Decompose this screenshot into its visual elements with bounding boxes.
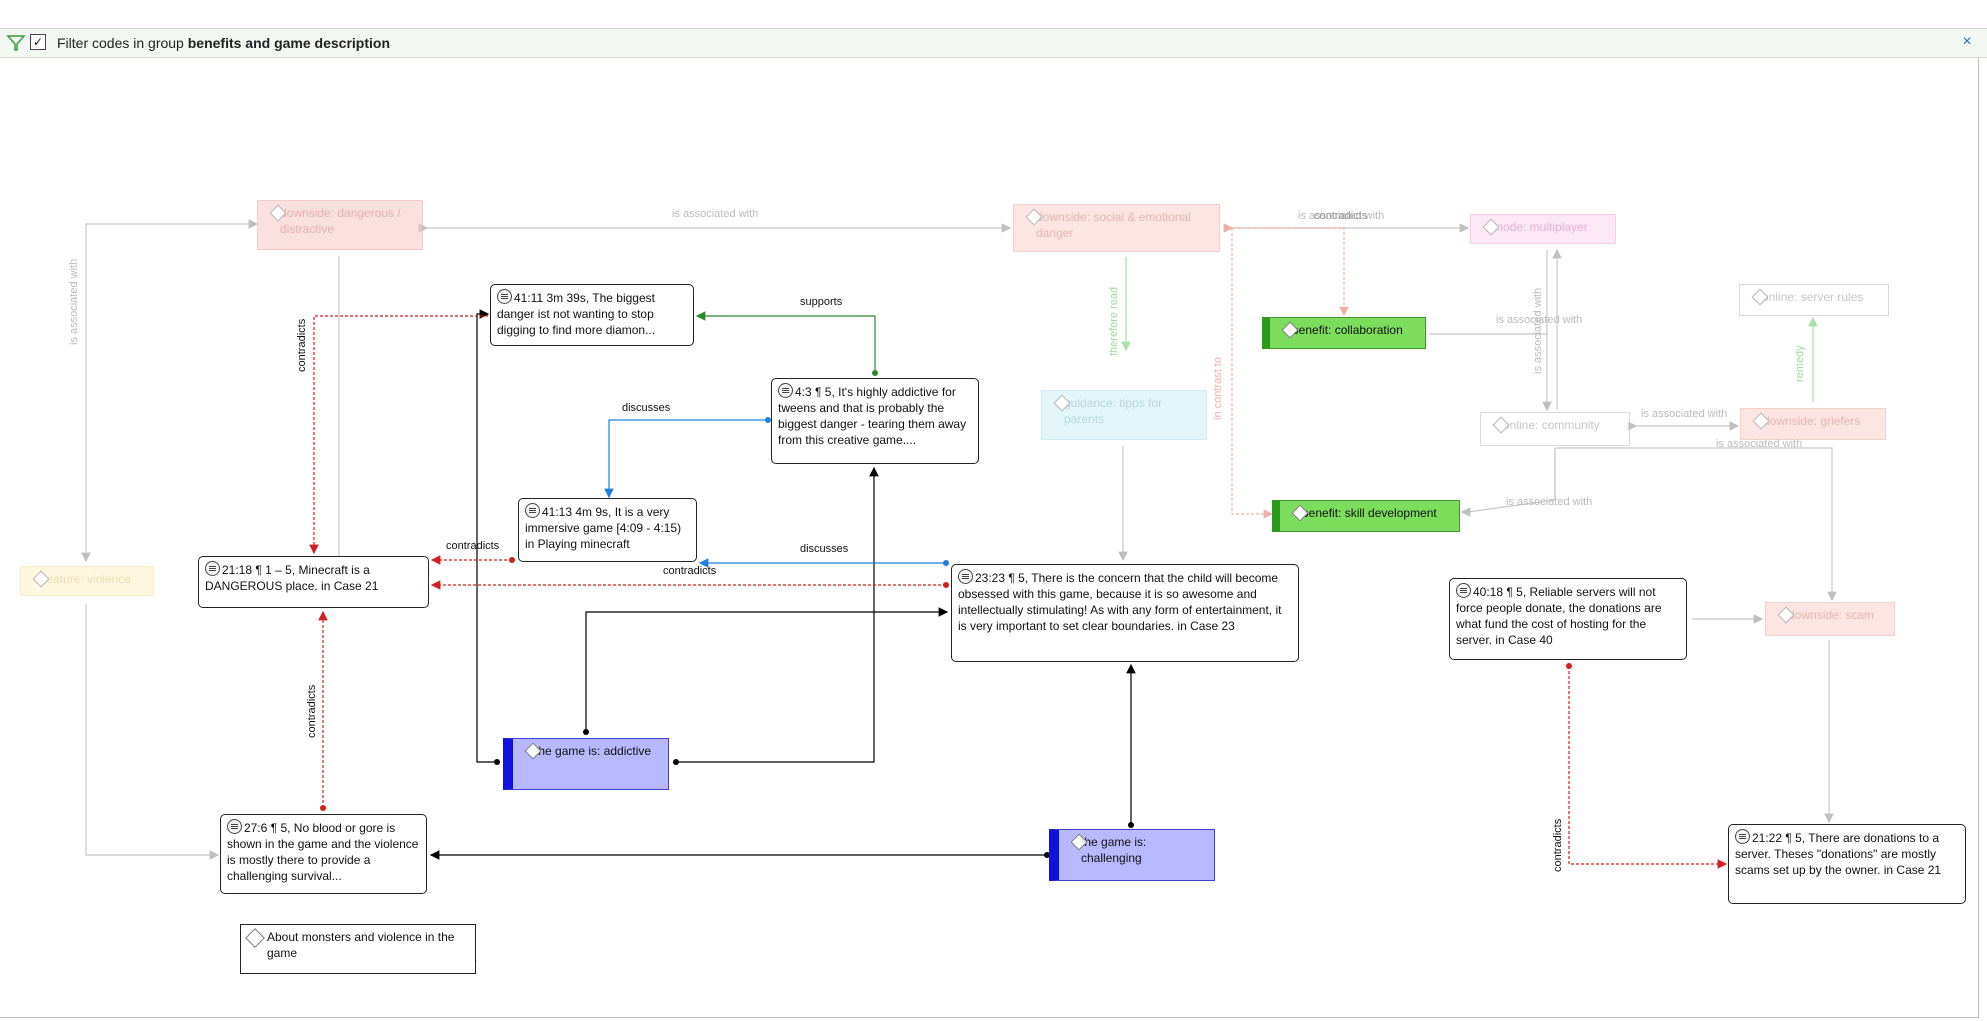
quotation-text: 27:6 ¶ 5, No blood or gore is shown in t… [227, 821, 419, 883]
code-benefit-collaboration[interactable]: benefit: collaboration [1262, 317, 1426, 349]
quotation-icon [1456, 583, 1471, 598]
code-online-server-rules[interactable]: online: server rules [1739, 284, 1889, 316]
edge-label-contradicts-vertical: contradicts [296, 318, 308, 372]
code-downside-scam[interactable]: downside: scam [1765, 602, 1895, 636]
network-canvas-frame [0, 57, 1979, 1018]
code-feature-violence[interactable]: feature: violence [20, 566, 154, 596]
close-filter-icon[interactable]: × [1962, 33, 1972, 50]
edge-label-overlap: is associated with [1298, 210, 1385, 222]
quotation-icon [778, 383, 793, 398]
quotation-text: 41:13 4m 9s, It is a very immersive game… [525, 505, 682, 551]
filter-prefix: Filter codes in group [57, 35, 184, 51]
edge-label-is-associated-with: is associated with [1716, 438, 1803, 450]
quotation-40-18[interactable]: 40:18 ¶ 5, Reliable servers will not for… [1449, 578, 1687, 660]
edge-label-is-associated-with: is associated with [1496, 314, 1583, 326]
code-label: feature: violence [43, 572, 132, 586]
memo-label: About monsters and violence in the game [267, 930, 455, 960]
quotation-icon [205, 561, 220, 576]
filter-group-name: benefits and game description [187, 35, 390, 51]
quotation-41-11[interactable]: 41:11 3m 39s, The biggest danger ist not… [490, 284, 694, 346]
filter-icon[interactable] [6, 33, 26, 53]
edge-label-supports: supports [800, 296, 843, 308]
edge-label-contradicts-vertical: contradicts [1552, 818, 1564, 872]
code-label: online: community [1503, 418, 1600, 432]
code-benefit-skill-development[interactable]: benefit: skill development [1272, 500, 1460, 532]
quotation-text: 40:18 ¶ 5, Reliable servers will not for… [1456, 585, 1662, 647]
edge-label-is-associated-with: is associated with [672, 208, 759, 220]
code-label: the game is: addictive [535, 744, 652, 758]
quotation-4-3[interactable]: 4:3 ¶ 5, It's highly addictive for tween… [771, 378, 979, 464]
edge-label-is-associated-with: is associated with [1506, 496, 1593, 508]
edge-label-in-contrast-to: in contrast to [1212, 357, 1224, 420]
quotation-icon [227, 819, 242, 834]
quotation-text: 4:3 ¶ 5, It's highly addictive for tween… [778, 385, 967, 447]
code-mode-multiplayer[interactable]: mode: multiplayer [1470, 214, 1616, 244]
code-downside-dangerous[interactable]: downside: dangerous / distractive [257, 200, 423, 250]
quotation-icon [958, 569, 973, 584]
code-downside-griefers[interactable]: downside: griefers [1740, 408, 1886, 440]
quotation-27-6[interactable]: 27:6 ¶ 5, No blood or gore is shown in t… [220, 814, 427, 894]
filter-description: Filter codes in group benefits and game … [57, 35, 390, 51]
code-label: benefit: collaboration [1292, 323, 1403, 337]
code-label: downside: social & emotional danger [1036, 210, 1191, 240]
edge-label-discusses: discusses [622, 402, 671, 414]
code-label: benefit: skill development [1302, 506, 1437, 520]
code-game-challenging[interactable]: the game is: challenging [1049, 829, 1215, 881]
quotation-text: 21:18 ¶ 1 – 5, Minecraft is a DANGEROUS … [205, 563, 379, 593]
code-label: downside: scam [1788, 608, 1875, 622]
filter-bar: ✓ Filter codes in group benefits and gam… [0, 29, 1987, 58]
code-label: downside: dangerous / distractive [280, 206, 401, 236]
memo-monsters-violence[interactable]: About monsters and violence in the game [240, 924, 476, 974]
code-online-community[interactable]: online: community [1480, 412, 1630, 446]
edge-label-remedy: remedy [1794, 345, 1806, 382]
code-guidance-tipps[interactable]: guidance: tipps for parents [1041, 390, 1207, 440]
edge-label-is-associated-with-vertical: is associated with [68, 258, 80, 345]
quotation-23-23[interactable]: 23:23 ¶ 5, There is the concern that the… [951, 564, 1299, 662]
quotation-icon [497, 289, 512, 304]
edge-label-discusses: discusses [800, 543, 849, 555]
code-label: downside: griefers [1763, 414, 1861, 428]
edge-label-therefore-read: therefore read [1108, 286, 1120, 356]
quotation-text: 41:11 3m 39s, The biggest danger ist not… [497, 291, 656, 337]
code-label: the game is: challenging [1081, 835, 1147, 865]
quotation-41-13[interactable]: 41:13 4m 9s, It is a very immersive game… [518, 498, 697, 562]
edge-label-is-associated-with-vertical: is associated with [1532, 287, 1544, 374]
quotation-text: 23:23 ¶ 5, There is the concern that the… [958, 571, 1282, 633]
quotation-21-18[interactable]: 21:18 ¶ 1 – 5, Minecraft is a DANGEROUS … [198, 556, 429, 608]
edge-label-contradicts-vertical: contradicts [306, 684, 318, 738]
code-label: mode: multiplayer [1493, 220, 1588, 234]
top-divider [0, 28, 1987, 29]
code-label: guidance: tipps for parents [1064, 396, 1163, 426]
edge-label-contradicts-faded: contradicts [1314, 210, 1368, 222]
code-game-addictive[interactable]: the game is: addictive [503, 738, 669, 790]
code-label: online: server rules [1762, 290, 1864, 304]
quotation-21-22[interactable]: 21:22 ¶ 5, There are donations to a serv… [1728, 824, 1966, 904]
memo-icon [245, 928, 265, 948]
edge-label-is-associated-with: is associated with [1641, 408, 1728, 420]
filter-checkbox[interactable]: ✓ [30, 34, 46, 50]
edge-label-contradicts: contradicts [446, 540, 500, 552]
quotation-text: 21:22 ¶ 5, There are donations to a serv… [1735, 831, 1942, 877]
quotation-icon [1735, 829, 1750, 844]
edge-label-contradicts: contradicts [663, 565, 717, 577]
quotation-icon [525, 503, 540, 518]
code-downside-social[interactable]: downside: social & emotional danger [1013, 204, 1220, 252]
